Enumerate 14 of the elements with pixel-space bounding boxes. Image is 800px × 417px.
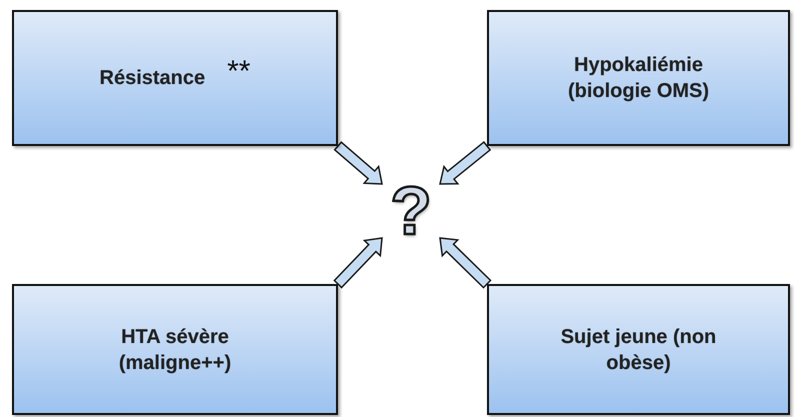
block-arrow [439, 141, 492, 185]
box-label: Hypokaliémie (biologie OMS) [566, 53, 710, 104]
block-arrow [439, 237, 492, 289]
block-arrow [334, 141, 383, 185]
footnote-mark: ** [227, 57, 250, 87]
box-label: HTA sévère (maligne++) [118, 324, 232, 376]
box-label: Résistance [100, 66, 206, 91]
rounded-box [12, 284, 338, 415]
rounded-box [487, 10, 790, 146]
rounded-box [487, 284, 790, 415]
rounded-box [12, 10, 338, 146]
block-arrow [333, 237, 383, 289]
question-mark: ? [390, 177, 432, 245]
box-label: Sujet jeune (non obèse) [560, 324, 718, 376]
